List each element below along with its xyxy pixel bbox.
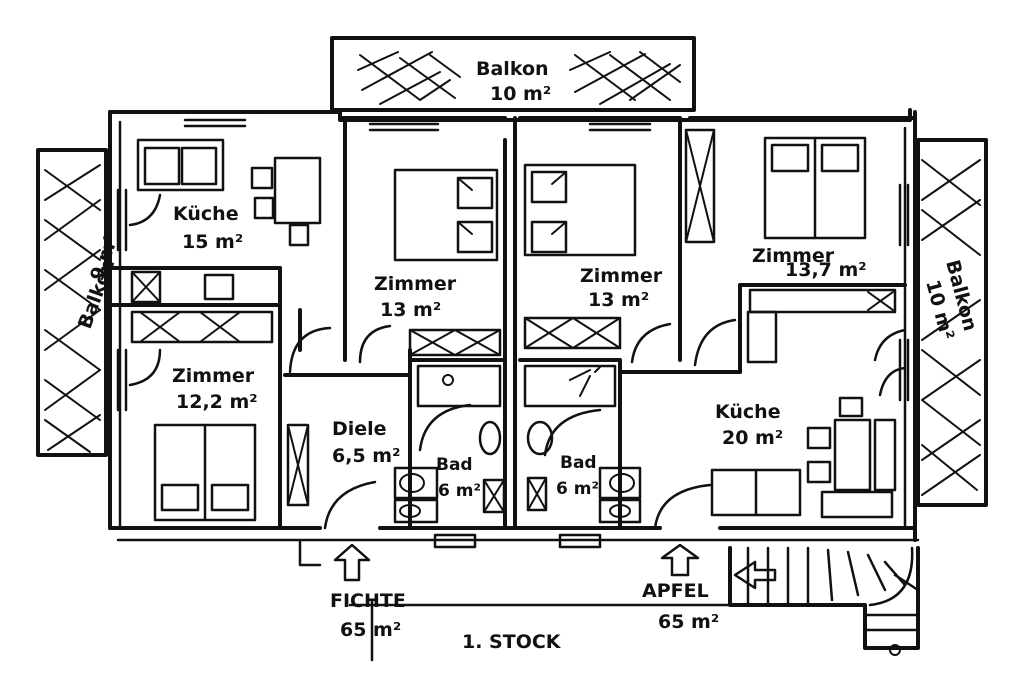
room-name: Bad bbox=[436, 455, 473, 475]
room-name: Zimmer bbox=[374, 273, 457, 295]
room-name: Diele bbox=[332, 418, 387, 440]
apartment-area: 65 m² bbox=[658, 611, 719, 633]
apartment-name: APFEL bbox=[642, 580, 709, 602]
room-area: 6,5 m² bbox=[332, 445, 400, 467]
room-area: 13,7 m² bbox=[785, 259, 867, 281]
room-name: Balkon bbox=[476, 58, 549, 80]
room-name: Zimmer bbox=[580, 265, 663, 287]
room-area: 20 m² bbox=[722, 427, 783, 449]
bedroom-right-furniture bbox=[684, 128, 867, 244]
apartment-area: 65 m² bbox=[340, 619, 401, 641]
room-name: Zimmer bbox=[172, 365, 255, 387]
bathroom-left-fixtures bbox=[393, 364, 506, 549]
room-name: Bad bbox=[560, 453, 597, 473]
outer-walls bbox=[108, 108, 920, 567]
room-area: 6 m² bbox=[438, 481, 481, 501]
room-area: 12,2 m² bbox=[176, 391, 258, 413]
room-name: Küche bbox=[173, 203, 239, 225]
staircase bbox=[728, 546, 920, 656]
bedroom-left-furniture bbox=[153, 423, 310, 522]
windows bbox=[116, 118, 910, 412]
room-area: 15 m² bbox=[182, 231, 243, 253]
room-area: 10 m² bbox=[490, 83, 551, 105]
bathroom-right-fixtures bbox=[523, 364, 642, 549]
bedroom-mid-left-furniture bbox=[393, 168, 502, 357]
bedroom-mid-right-furniture bbox=[523, 163, 637, 350]
entrance-arrow-icon bbox=[660, 543, 700, 577]
balcony-top bbox=[330, 36, 696, 112]
balcony-right bbox=[916, 138, 988, 507]
room-area: 6 m² bbox=[556, 479, 599, 499]
entrance-arrow-icon bbox=[333, 543, 371, 582]
kitchen-right-furniture bbox=[710, 288, 897, 519]
balcony-left bbox=[36, 148, 108, 457]
footer-line bbox=[348, 598, 732, 662]
room-name: Zimmer bbox=[752, 245, 835, 267]
room-name: Küche bbox=[715, 401, 781, 423]
room-area: 13 m² bbox=[588, 289, 649, 311]
floor-title: 1. STOCK bbox=[462, 631, 562, 653]
kitchen-left-furniture bbox=[130, 138, 322, 344]
apartment-name: FICHTE bbox=[330, 590, 406, 612]
room-area: 13 m² bbox=[380, 299, 441, 321]
interior-walls bbox=[108, 116, 907, 530]
stair-arrow-icon bbox=[733, 560, 777, 590]
room-area: 9 m² bbox=[86, 231, 123, 284]
